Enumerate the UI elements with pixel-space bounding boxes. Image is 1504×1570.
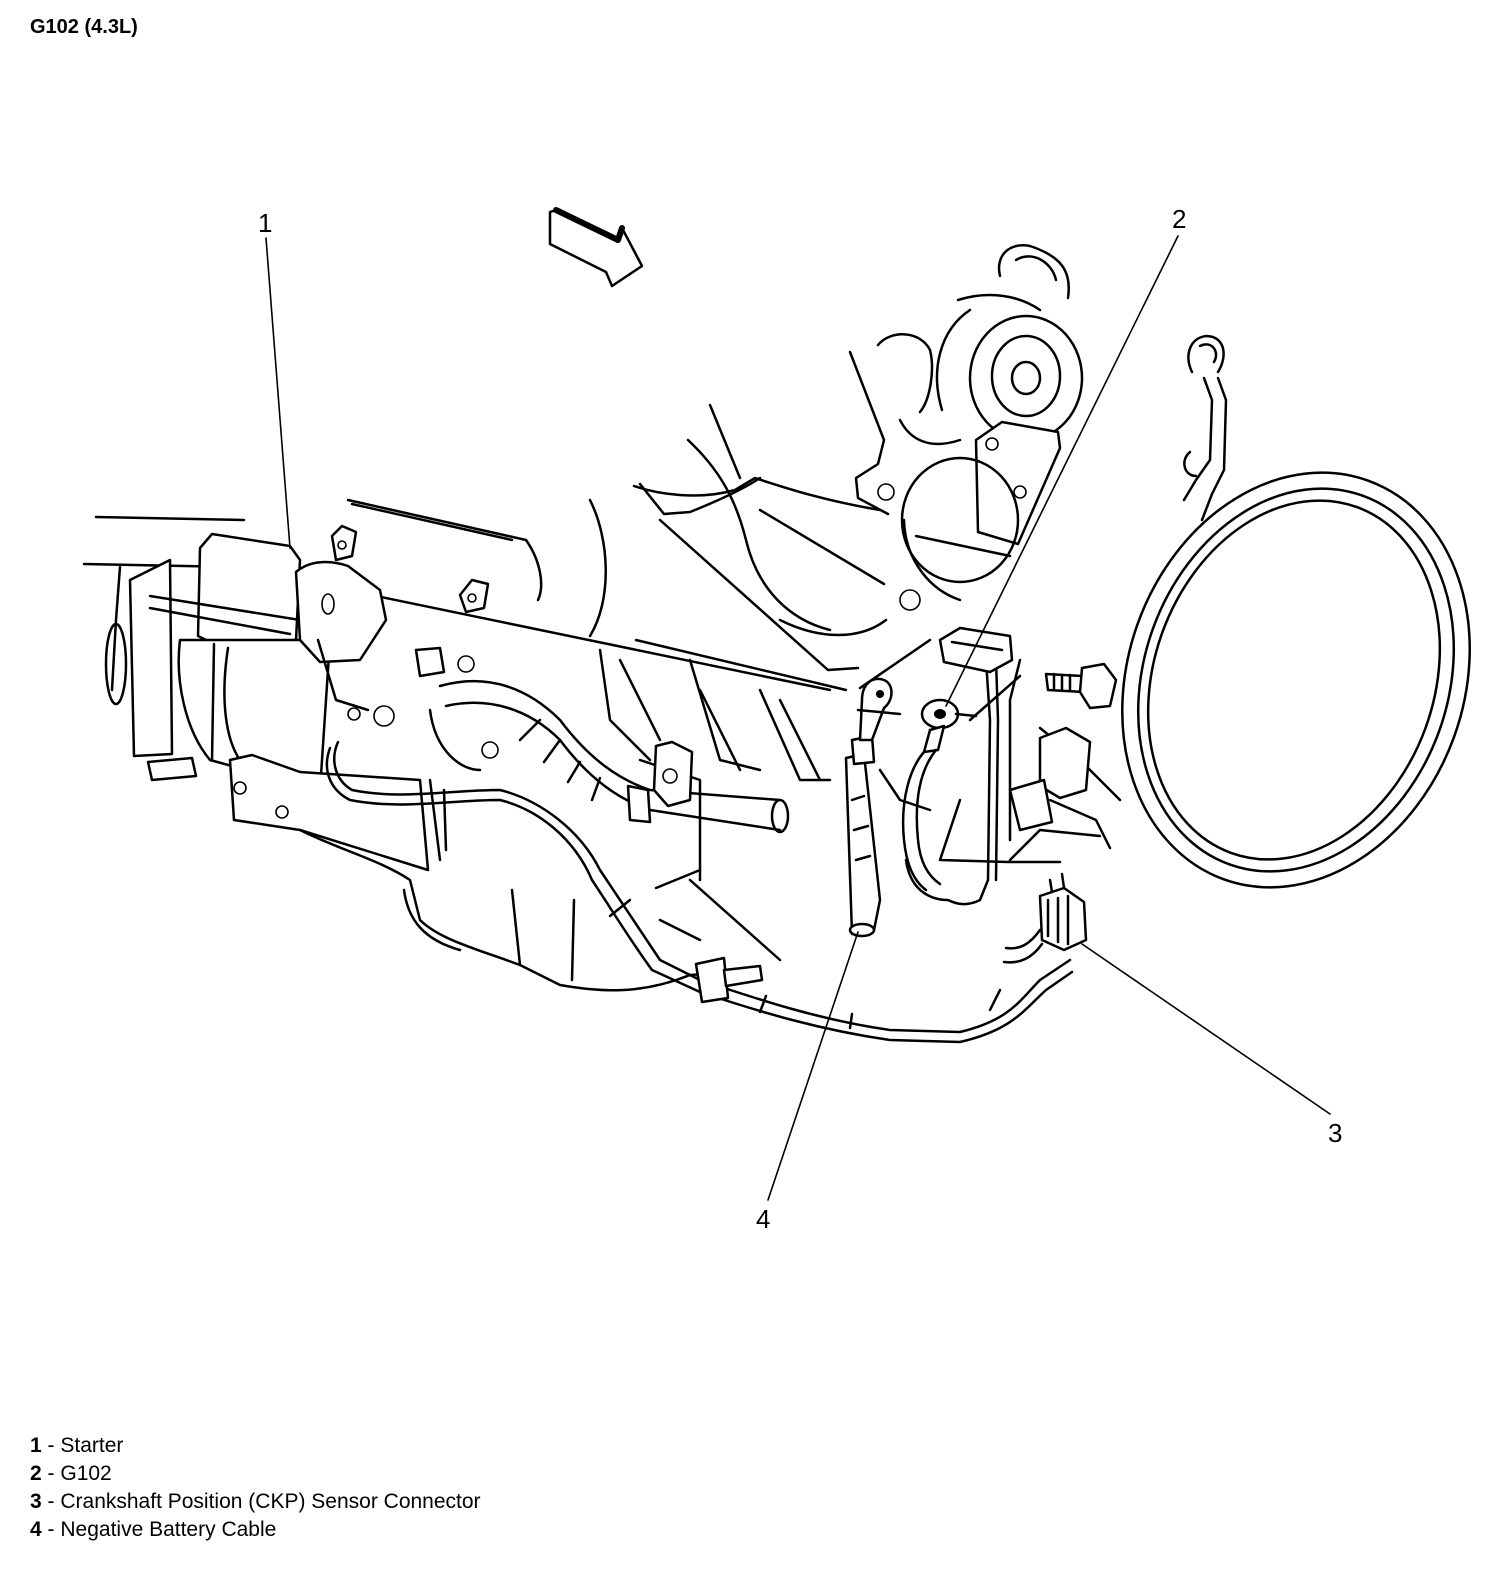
lower-block-detail <box>598 638 1122 962</box>
legend-separator: - <box>41 1462 61 1485</box>
harmonic-balancer <box>1121 471 1471 889</box>
callout-leader-lines <box>265 235 1331 1201</box>
bolt-icon <box>1044 662 1118 710</box>
legend-label: Crankshaft Position (CKP) Sensor Connect… <box>60 1490 481 1513</box>
callout-2: 2 <box>1172 204 1186 234</box>
positive-cable-harness <box>347 646 790 834</box>
callout-4: 4 <box>756 1204 770 1234</box>
callout-3: 3 <box>1328 1118 1342 1148</box>
timing-cover-gasket <box>1182 334 1228 522</box>
legend-number: 4 <box>30 1518 42 1541</box>
starter-motor <box>104 532 430 872</box>
engine-ground-diagram: 1 2 3 4 <box>82 204 1471 1234</box>
ckp-sensor <box>1008 726 1112 850</box>
legend-item-negative-cable: 4 - Negative Battery Cable <box>30 1516 481 1544</box>
negative-battery-cable <box>844 677 893 938</box>
ckp-sensor-connector <box>1002 872 1088 964</box>
legend-number: 2 <box>30 1462 42 1485</box>
legend-separator: - <box>41 1434 61 1457</box>
legend-item-g102: 2 - G102 <box>30 1460 481 1488</box>
legend-number: 1 <box>30 1434 42 1457</box>
legend: 1 - Starter 2 - G102 3 - Crankshaft Posi… <box>30 1432 481 1544</box>
front-direction-arrow-icon <box>548 207 644 288</box>
legend-item-starter: 1 - Starter <box>30 1432 481 1460</box>
callout-1: 1 <box>258 208 272 238</box>
legend-separator: - <box>41 1518 61 1541</box>
legend-item-ckp-connector: 3 - Crankshaft Position (CKP) Sensor Con… <box>30 1488 481 1516</box>
accessory-pulleys <box>876 244 1084 611</box>
diagram-title: G102 (4.3L) <box>30 16 138 38</box>
legend-number: 3 <box>30 1490 42 1513</box>
sensor-wiring-harness <box>325 740 1074 1044</box>
legend-label: Negative Battery Cable <box>60 1518 277 1541</box>
legend-label: G102 <box>60 1462 112 1485</box>
g102-ground-eyelet <box>856 626 1014 892</box>
legend-label: Starter <box>60 1434 124 1457</box>
legend-separator: - <box>41 1490 61 1513</box>
